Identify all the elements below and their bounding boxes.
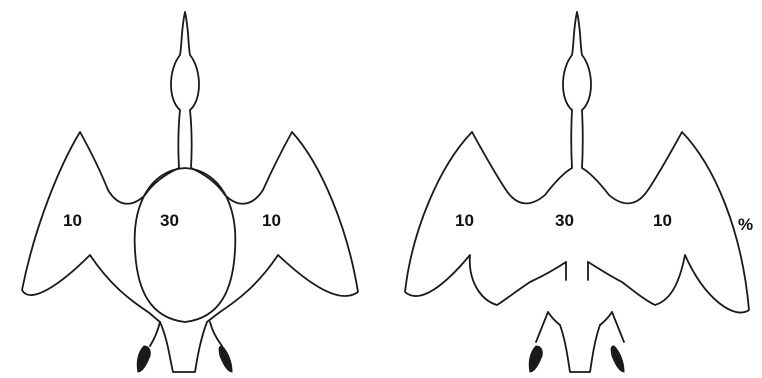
figure-right-leg-right xyxy=(612,312,624,342)
figure-right-trunk-label: 30 xyxy=(555,212,574,229)
figure-left-right-wing-label: 10 xyxy=(262,212,281,229)
figure-right-leg-left xyxy=(536,312,548,342)
figure-left-leg-left xyxy=(150,322,160,346)
figure-right-outline-upper xyxy=(405,12,749,313)
figure-left-foot-left xyxy=(137,346,150,372)
figure-left-foot-right xyxy=(219,346,232,372)
figure-left-trunk-label: 30 xyxy=(160,212,179,229)
figure-right-foot-left xyxy=(529,346,542,372)
bird-figure-left xyxy=(22,12,358,372)
figure-right-outline-lower xyxy=(548,312,612,372)
figure-left-left-wing-label: 10 xyxy=(63,212,82,229)
figure-left-outline xyxy=(22,12,358,372)
figure-left-trunk-outline xyxy=(135,168,236,322)
figure-right-foot-right xyxy=(611,346,624,372)
figure-left-leg-right xyxy=(210,322,222,346)
figure-right-right-wing-label: 10 xyxy=(653,212,672,229)
bird-figure-right xyxy=(405,12,749,372)
figure-right-left-wing-label: 10 xyxy=(455,212,474,229)
unit-label: % xyxy=(738,216,753,233)
